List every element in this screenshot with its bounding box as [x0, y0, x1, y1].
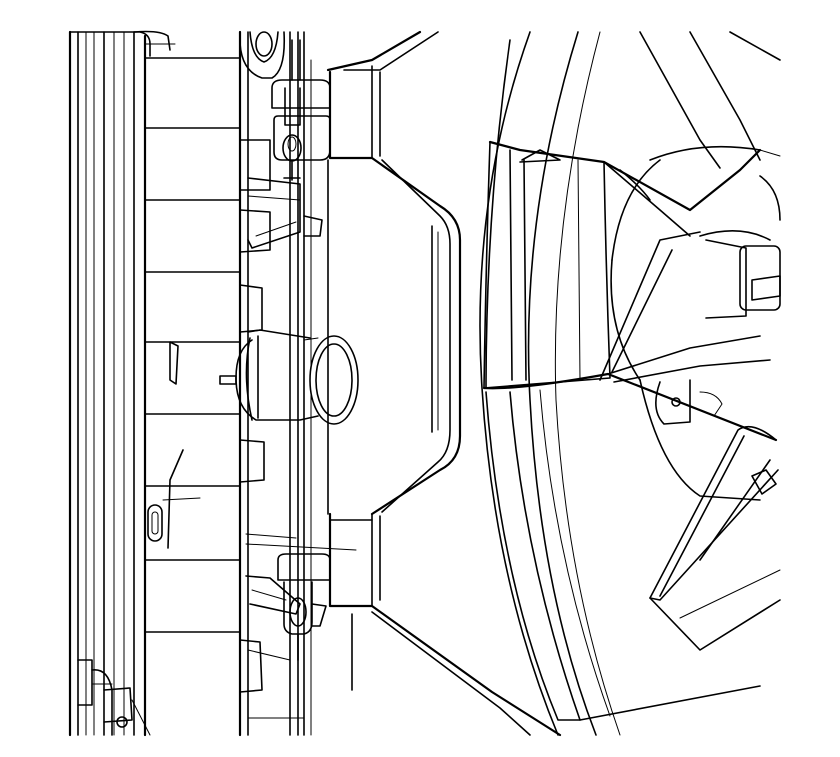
radiator-core [68, 30, 176, 737]
hose-outlet-pipe [219, 329, 359, 425]
shroud-rib-lines [144, 57, 241, 633]
cooling-fan-blades [482, 31, 781, 721]
fan-motor-hub [610, 145, 781, 501]
mounting-clip-upper [247, 39, 331, 249]
mounting-clip-lower [245, 533, 357, 661]
fan-shroud [326, 30, 621, 737]
shroud-vertical-panel [238, 30, 312, 737]
